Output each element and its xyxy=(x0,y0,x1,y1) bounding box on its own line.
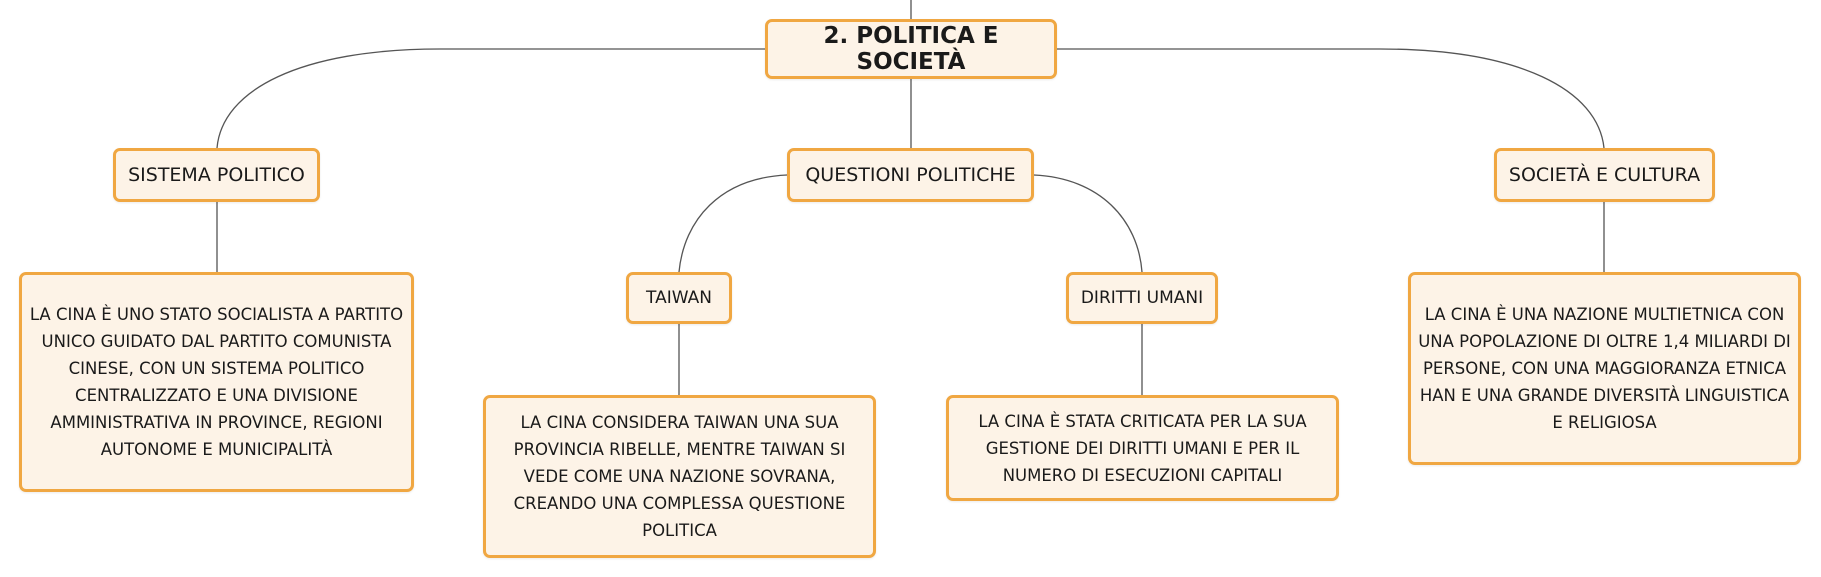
root-node[interactable]: 2. POLITICA E SOCIETÀ xyxy=(765,19,1057,79)
connector-questioni-taiwan xyxy=(678,174,788,273)
topic-societa-cultura[interactable]: SOCIETÀ E CULTURA xyxy=(1494,148,1715,202)
topic-questioni-politiche[interactable]: QUESTIONI POLITICHE xyxy=(787,148,1034,202)
connector-root-sistema xyxy=(216,48,765,149)
description-sistema-politico[interactable]: LA CINA È UNO STATO SOCIALISTA A PARTITO… xyxy=(19,272,414,492)
topic-societa-cultura-label: SOCIETÀ E CULTURA xyxy=(1508,164,1701,186)
description-taiwan-text: LA CINA CONSIDERA TAIWAN UNA SUA PROVINC… xyxy=(513,413,846,540)
description-taiwan[interactable]: LA CINA CONSIDERA TAIWAN UNA SUA PROVINC… xyxy=(483,395,876,558)
connector-root-societa xyxy=(1057,48,1605,149)
connector-questioni-diritti xyxy=(1033,174,1143,273)
description-sistema-politico-text: LA CINA È UNO STATO SOCIALISTA A PARTITO… xyxy=(29,305,404,459)
subtopic-diritti-umani[interactable]: DIRITTI UMANI xyxy=(1066,272,1218,324)
description-societa-cultura[interactable]: LA CINA È UNA NAZIONE MULTIETNICA CON UN… xyxy=(1408,272,1801,465)
topic-questioni-politiche-label: QUESTIONI POLITICHE xyxy=(805,164,1016,186)
topic-sistema-politico[interactable]: SISTEMA POLITICO xyxy=(113,148,320,202)
topic-sistema-politico-label: SISTEMA POLITICO xyxy=(128,164,305,186)
root-node-label: 2. POLITICA E SOCIETÀ xyxy=(823,23,999,75)
subtopic-taiwan[interactable]: TAIWAN xyxy=(626,272,732,324)
description-diritti-umani-text: LA CINA È STATA CRITICATA PER LA SUA GES… xyxy=(978,411,1307,485)
subtopic-diritti-umani-label: DIRITTI UMANI xyxy=(1080,288,1204,308)
description-diritti-umani[interactable]: LA CINA È STATA CRITICATA PER LA SUA GES… xyxy=(946,395,1339,501)
subtopic-taiwan-label: TAIWAN xyxy=(646,288,712,308)
description-societa-cultura-text: LA CINA È UNA NAZIONE MULTIETNICA CON UN… xyxy=(1418,305,1791,432)
